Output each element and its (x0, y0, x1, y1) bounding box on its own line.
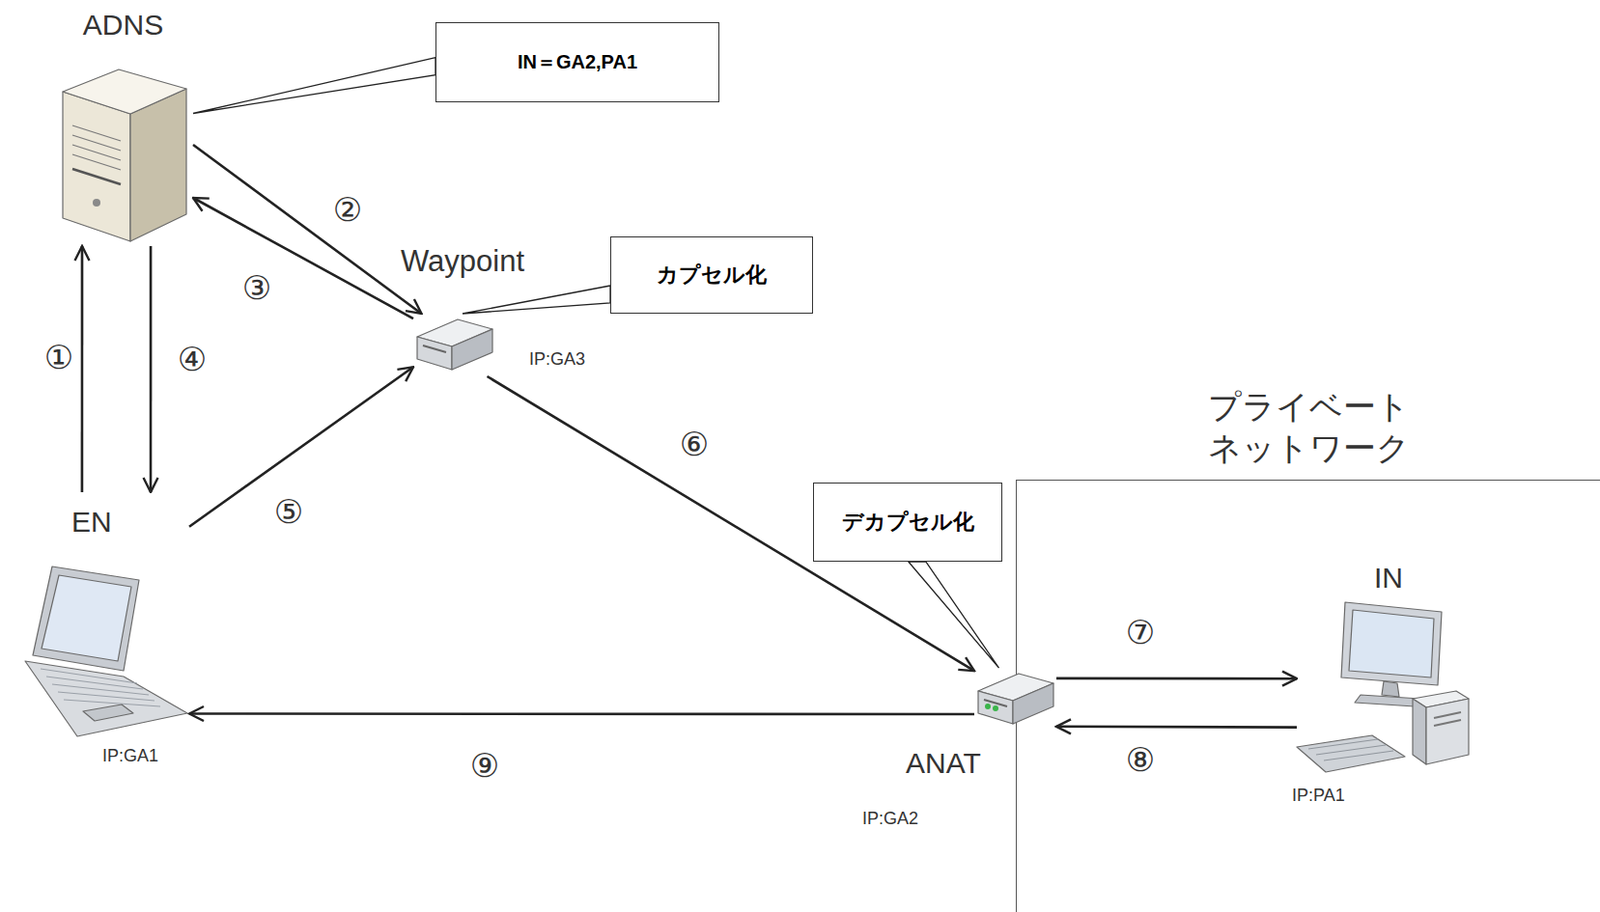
power-button (92, 198, 101, 207)
icon-detail (40, 669, 138, 684)
flow-arrow (487, 376, 976, 672)
step-number: ② (331, 192, 365, 227)
icon-detail (72, 168, 121, 185)
callout-text: デカプセル化 (842, 507, 975, 537)
laptop-icon (15, 566, 190, 739)
laptop-screen (41, 575, 132, 662)
step-number: ③ (240, 270, 274, 306)
device-name: Waypoint (400, 244, 525, 280)
tower-front (1426, 699, 1469, 765)
laptop-base (25, 661, 188, 737)
flow-arrow (189, 712, 975, 716)
callout-text: カプセル化 (656, 260, 767, 290)
icon-detail (72, 144, 121, 161)
keyboard (1296, 735, 1405, 773)
icon-detail (46, 676, 143, 690)
icon-detail (52, 684, 149, 696)
server-side (130, 88, 187, 242)
tower-side (1412, 699, 1427, 765)
monitor-foot (1354, 695, 1421, 707)
device-front (417, 336, 452, 370)
icon-detail (63, 700, 161, 707)
step-number: ⑨ (468, 748, 502, 784)
ip-address: IP:GA2 (862, 809, 919, 830)
flow-arrow (149, 246, 153, 493)
device-name: ANAT (905, 747, 982, 781)
status-led (992, 705, 999, 712)
end-node-laptop: ENIP:GA1 (15, 492, 190, 739)
icon-detail (72, 154, 121, 170)
step-number: ④ (175, 341, 209, 377)
ip-address: IP:GA3 (529, 349, 586, 370)
server-name: ADNS (53, 8, 194, 42)
anat-router: ANATIP:GA2 (974, 668, 1057, 730)
status-led (984, 703, 991, 710)
device-side (451, 329, 493, 370)
private-network-region: プライベート ネットワークINIP:PA1 (1015, 479, 1600, 912)
callout-box: IN＝GA2,PA1 (435, 22, 720, 103)
callout-pointer (908, 561, 1000, 669)
monitor (1341, 602, 1442, 686)
server-front (62, 91, 131, 242)
ip-address: IP:GA1 (102, 746, 159, 767)
step-number: ⑧ (1123, 742, 1157, 778)
monitor-stand (1381, 681, 1400, 698)
step-number: ① (42, 339, 76, 375)
icon-detail (1323, 751, 1394, 761)
callout-pointer (193, 57, 436, 114)
waypoint-router: WaypointIP:GA3 (413, 313, 496, 377)
server-top (62, 69, 187, 114)
laptop-lid (32, 566, 140, 672)
box-icon (413, 313, 496, 377)
flow-arrow (193, 197, 414, 319)
flow-arrow (1056, 725, 1297, 729)
boxled-icon (974, 668, 1057, 730)
device-side (1012, 683, 1054, 725)
icon-detail (1433, 720, 1461, 727)
server-icon (53, 57, 194, 247)
flow-arrow (81, 246, 85, 493)
pc-icon (1296, 602, 1471, 777)
flow-arrow (193, 144, 422, 314)
icon-detail (72, 125, 121, 141)
device-name: EN (71, 505, 113, 539)
monitor-screen (1348, 610, 1434, 678)
icon-detail (1433, 712, 1461, 719)
touchpad (83, 704, 134, 722)
callout-box: デカプセル化 (813, 482, 1003, 562)
icon-detail (57, 692, 155, 702)
step-number: ⑥ (677, 426, 711, 462)
callout-text: IN＝GA2,PA1 (517, 49, 638, 76)
step-number: ⑦ (1123, 615, 1157, 650)
ip-address: IP:PA1 (1291, 785, 1346, 807)
icon-detail (72, 135, 121, 151)
callout-box: カプセル化 (610, 236, 814, 314)
region-heading: プライベート ネットワーク (1207, 386, 1450, 469)
callout-pointer (462, 285, 611, 314)
device-name: IN (1374, 561, 1404, 595)
flow-arrow (1056, 677, 1297, 681)
internal-node-pc: INIP:PA1 (1296, 602, 1471, 777)
device-front (978, 691, 1013, 725)
dns-server: ADNS (53, 4, 194, 247)
icon-detail (422, 345, 447, 353)
step-number: ⑤ (272, 494, 306, 530)
